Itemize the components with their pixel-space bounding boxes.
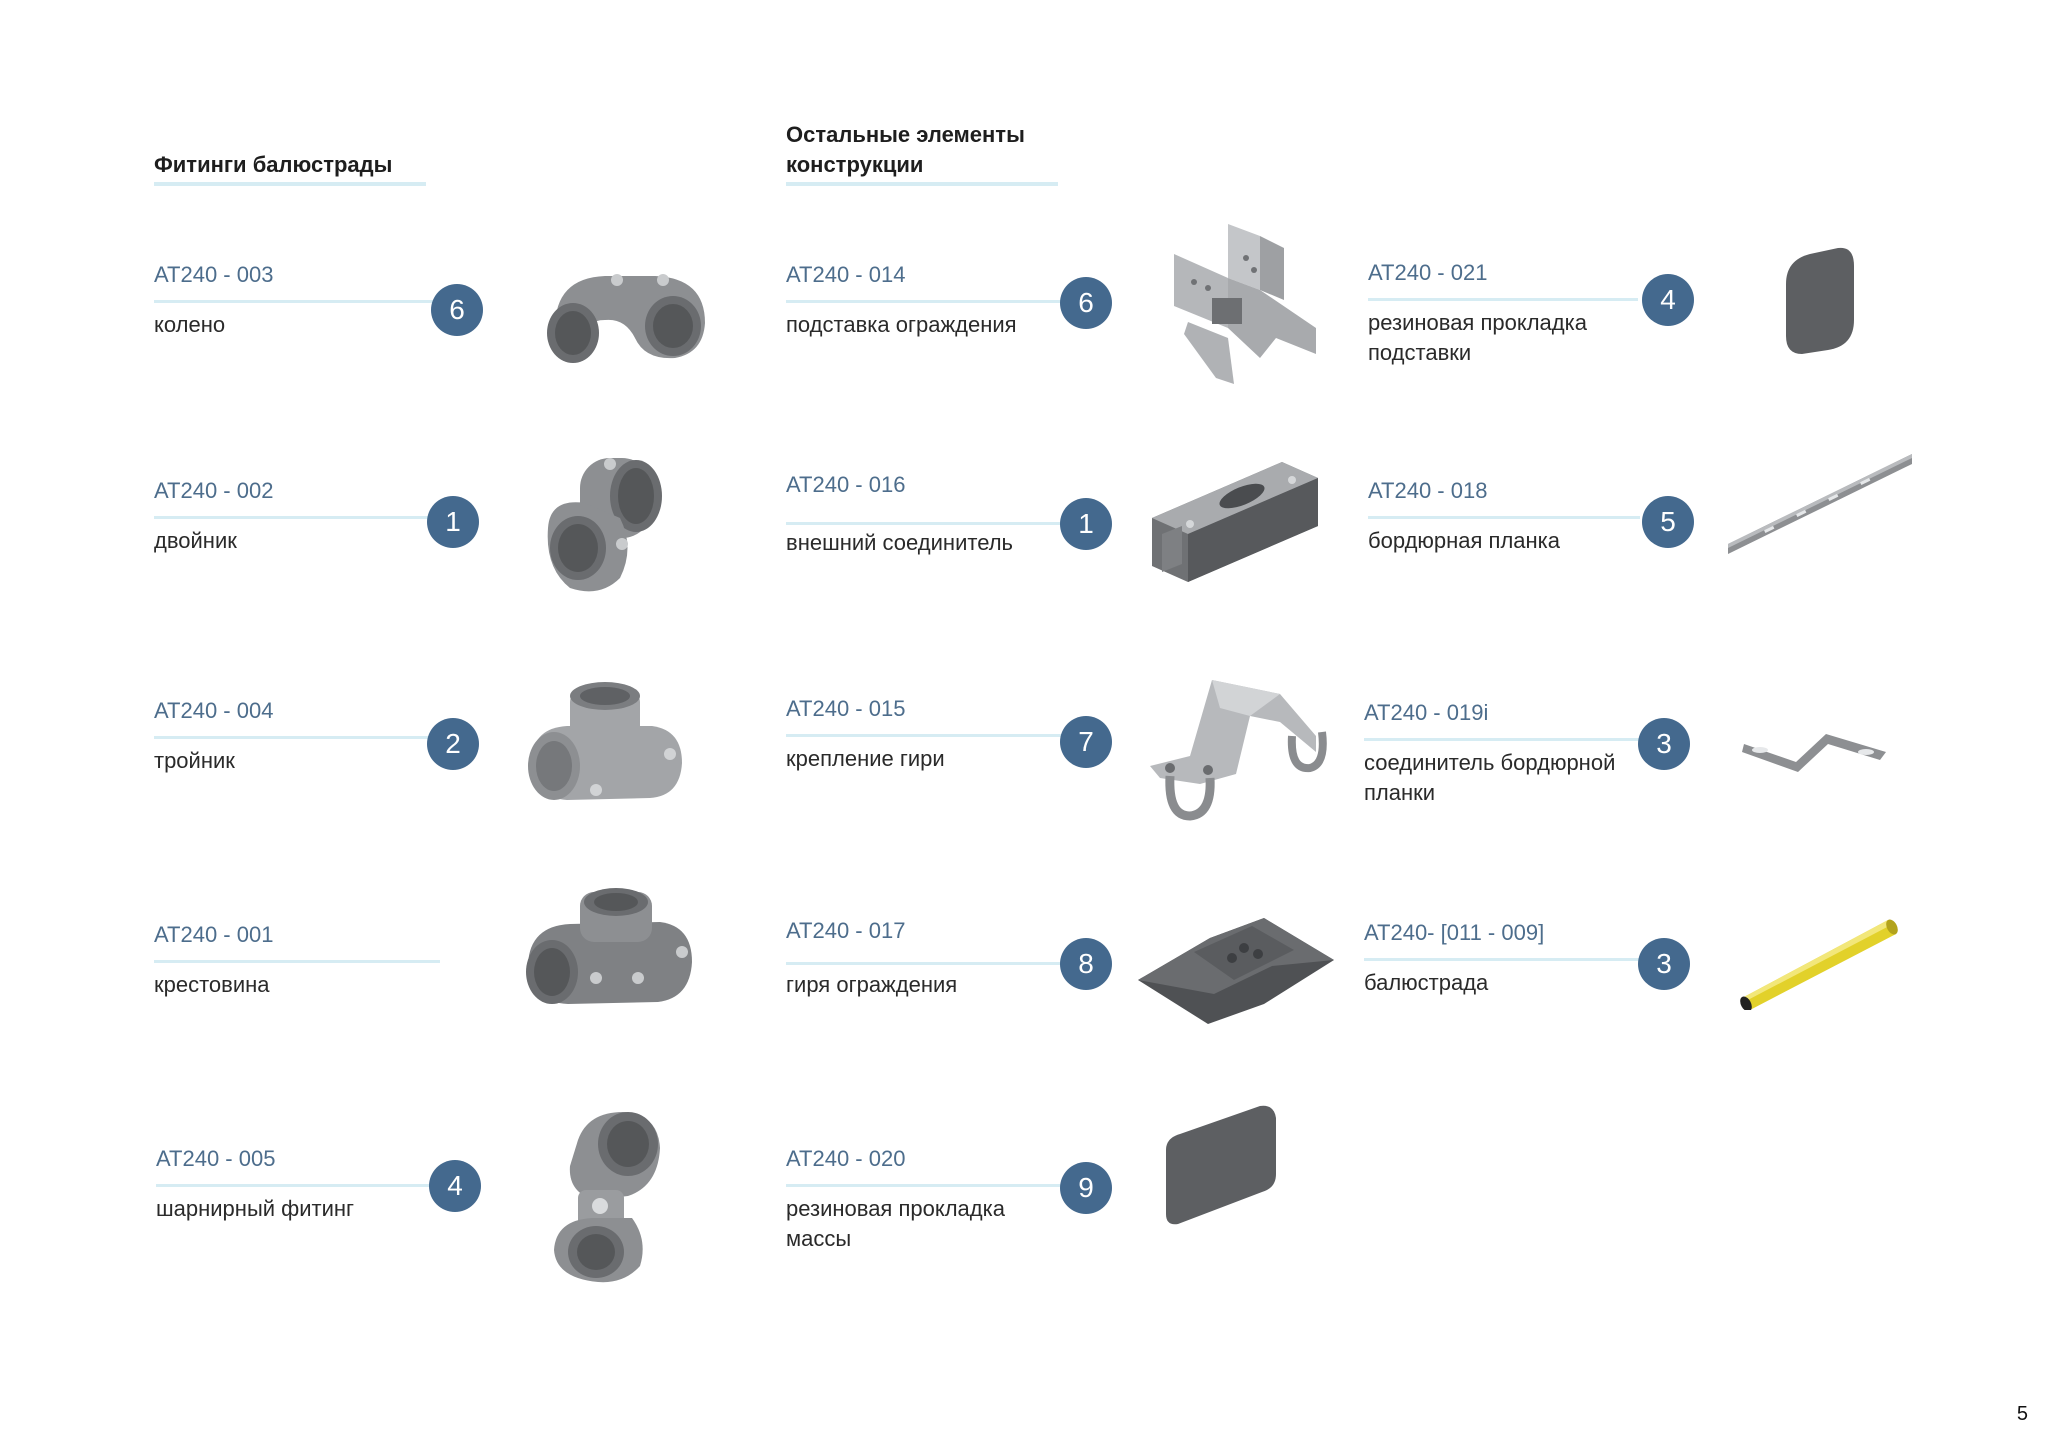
item-code: AT240 - 004 <box>154 698 274 723</box>
quantity-badge: 9 <box>1060 1162 1112 1214</box>
double-fitting-icon <box>547 458 662 592</box>
item-description: колено <box>154 312 226 337</box>
item-code: AT240 - 018 <box>1368 478 1488 503</box>
rubber-pad-mass-icon <box>1166 1105 1276 1225</box>
quantity-badge: 4 <box>429 1160 481 1212</box>
item-description: подставка ограждения <box>786 312 1017 337</box>
page-number: 5 <box>2016 1403 2028 1425</box>
item-code: AT240 - 021 <box>1368 260 1488 285</box>
section-title-others-line1: Остальные элементы <box>786 122 1025 147</box>
swivel-fitting-icon <box>554 1112 660 1283</box>
item-divider <box>1368 516 1640 519</box>
item-description: соединитель бордюрной планки <box>1364 750 1616 805</box>
guard-weight-icon <box>1138 918 1334 1024</box>
item-divider <box>786 1184 1066 1187</box>
item-description: шарнирный фитинг <box>156 1196 355 1221</box>
item-divider <box>786 734 1066 737</box>
weight-mount-icon <box>1150 680 1327 821</box>
quantity-badge: 3 <box>1638 718 1690 770</box>
item-description: балюстрада <box>1364 970 1489 995</box>
item-code: AT240 - 002 <box>154 478 274 503</box>
item-description: резиновая прокладка массы <box>786 1196 1005 1251</box>
elbow-fitting-icon <box>547 274 705 363</box>
quantity-badge: 6 <box>1060 277 1112 329</box>
rubber-pad-stand-icon <box>1786 247 1854 354</box>
item-divider <box>154 300 444 303</box>
item-code: AT240- [011 - 009] <box>1364 920 1545 945</box>
item-code: AT240 - 019i <box>1364 700 1489 725</box>
item-divider <box>156 1184 446 1187</box>
quantity-badge: 3 <box>1638 938 1690 990</box>
quantity-badge: 1 <box>1060 498 1112 550</box>
quantity-badge: 2 <box>427 718 479 770</box>
guard-stand-icon <box>1174 224 1316 384</box>
item-code: AT240 - 016 <box>786 472 906 497</box>
item-divider <box>1364 958 1640 961</box>
item-divider <box>1368 298 1638 301</box>
item-code: AT240 - 017 <box>786 918 906 943</box>
section-title-fittings: Фитинги балюстрады <box>154 150 426 186</box>
item-divider <box>154 960 440 963</box>
item-description: крестовина <box>154 972 270 997</box>
item-code: AT240 - 020 <box>786 1146 906 1171</box>
section-title-others-line2: конструкции <box>786 152 924 177</box>
item-description: бордюрная планка <box>1368 528 1561 553</box>
quantity-badge: 5 <box>1642 496 1694 548</box>
quantity-badge: 8 <box>1060 938 1112 990</box>
quantity-badge: 7 <box>1060 716 1112 768</box>
quantity-badge: 1 <box>427 496 479 548</box>
item-description: гиря ограждения <box>786 972 958 997</box>
section-title-others: Остальные элементы конструкции <box>786 120 1058 186</box>
item-divider <box>1364 738 1640 741</box>
item-divider <box>154 736 444 739</box>
item-code: AT240 - 003 <box>154 262 274 287</box>
item-divider <box>786 300 1066 303</box>
quantity-badge: 6 <box>431 284 483 336</box>
item-description: крепление гири <box>786 746 945 771</box>
item-description: внешний соединитель <box>786 530 1013 555</box>
item-code: AT240 - 014 <box>786 262 906 287</box>
balustrade-pipe-icon <box>1740 919 1898 1010</box>
item-description: тройник <box>154 748 235 773</box>
item-code: AT240 - 001 <box>154 922 274 947</box>
item-divider <box>786 522 1066 525</box>
tee-fitting-icon <box>528 682 682 800</box>
item-description: двойник <box>154 528 237 553</box>
cross-fitting-icon <box>526 888 692 1004</box>
section-title-underline <box>154 182 426 186</box>
item-divider <box>154 516 444 519</box>
item-code: AT240 - 015 <box>786 696 906 721</box>
curb-strip-icon <box>1728 454 1912 554</box>
quantity-badge: 4 <box>1642 274 1694 326</box>
curb-connector-icon <box>1742 734 1886 772</box>
item-code: AT240 - 005 <box>156 1146 276 1171</box>
item-divider <box>786 962 1066 965</box>
external-connector-icon <box>1152 462 1318 582</box>
section-title-fittings-text: Фитинги балюстрады <box>154 152 393 177</box>
section-title-underline <box>786 182 1058 186</box>
item-description: резиновая прокладка подставки <box>1368 310 1587 365</box>
